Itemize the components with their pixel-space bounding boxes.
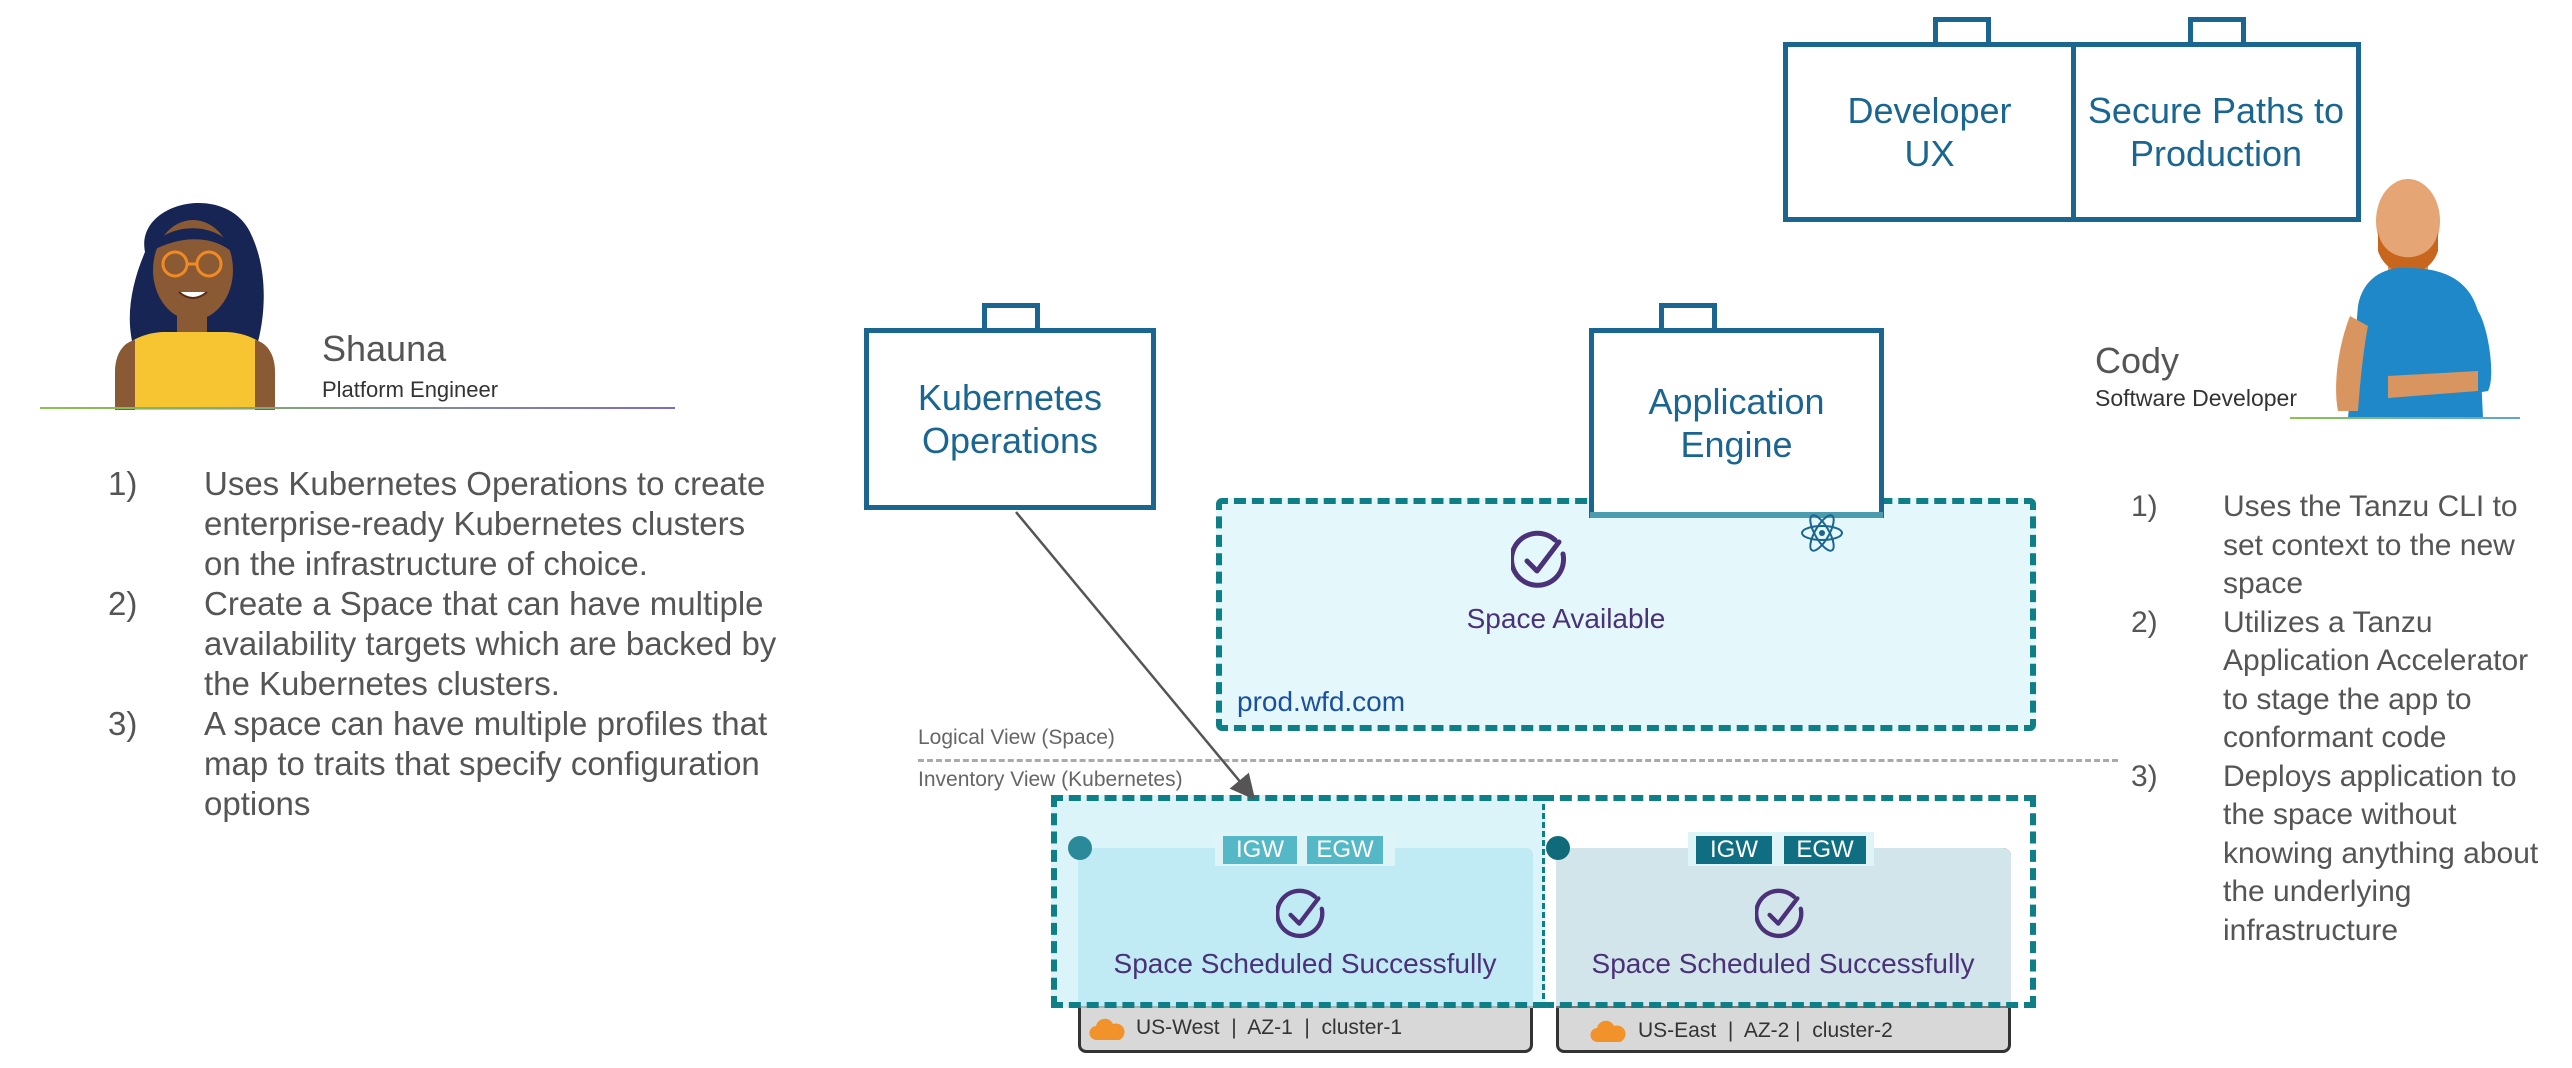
step-number: 1) — [108, 465, 138, 502]
cluster-2-igw-badge: IGW — [1696, 836, 1772, 864]
cluster-1-location: US-West | AZ-1 | cluster-1 — [1136, 1016, 1403, 1039]
cluster-2-egw-badge: EGW — [1784, 836, 1866, 864]
step-text: Create a Space that can have multiple av… — [204, 585, 777, 702]
list-item: 2) Create a Space that can have multiple … — [108, 584, 788, 704]
check-circle-icon — [1511, 530, 1567, 588]
kubernetes-operations-box: Kubernetes Operations — [864, 328, 1156, 510]
cody-steps: 1) Uses the Tanzu CLI to set context to t… — [2131, 488, 2551, 950]
shauna-steps: 1) Uses Kubernetes Operations to create e… — [108, 464, 788, 824]
shauna-name: Shauna — [322, 328, 447, 369]
list-item: 1) Uses Kubernetes Operations to create e… — [108, 464, 788, 584]
cluster-1-egw-badge: EGW — [1307, 836, 1383, 864]
space-domain: prod.wfd.com — [1237, 686, 1406, 717]
list-item: 3) A space can have multiple profiles tha… — [108, 704, 788, 824]
step-text: Deploys application to the space without… — [2223, 759, 2539, 947]
list-item: 2) Utilizes a Tanzu Application Accelerat… — [2131, 604, 2551, 758]
check-circle-icon — [1276, 888, 1325, 939]
cluster-2-location: US-East | AZ-2 | cluster-2 — [1638, 1019, 1893, 1042]
inventory-region-right — [1542, 795, 2036, 1008]
shauna-role: Platform Engineer — [322, 377, 499, 402]
step-number: 3) — [108, 705, 138, 742]
inventory-region-left — [1051, 795, 1545, 1008]
cluster-2-status: Space Scheduled Successfully — [1591, 948, 1975, 979]
cody-name: Cody — [2095, 340, 2180, 381]
atom-icon — [1801, 514, 1843, 552]
shauna-divider — [40, 407, 675, 409]
step-number: 1) — [2131, 490, 2158, 523]
cody-divider — [2290, 417, 2520, 419]
cloud-icon — [1089, 1018, 1125, 1041]
cluster-1-status: Space Scheduled Successfully — [1113, 948, 1497, 979]
cluster-1-igw-badge: IGW — [1223, 836, 1297, 864]
persona-illustration — [2336, 179, 2492, 418]
step-text: Uses Kubernetes Operations to create ent… — [204, 465, 766, 582]
application-engine-underline — [1590, 512, 1883, 518]
check-circle-icon — [1755, 888, 1804, 939]
secure-paths-box: Secure Paths to Production — [2071, 42, 2361, 222]
list-item: 1) Uses the Tanzu CLI to set context to t… — [2131, 488, 2551, 604]
cody-role: Software Developer — [2095, 385, 2297, 411]
logical-view-label: Logical View (Space) — [918, 726, 1115, 749]
step-number: 3) — [2131, 759, 2158, 793]
step-text: Utilizes a Tanzu Application Accelerator… — [2223, 605, 2529, 755]
cluster-1-anchor — [1068, 836, 1092, 860]
list-item: 3) Deploys application to the space witho… — [2131, 758, 2551, 951]
step-number: 2) — [108, 585, 138, 622]
inventory-view-label: Inventory View (Kubernetes) — [918, 768, 1183, 791]
step-number: 2) — [2131, 605, 2158, 639]
developer-ux-box: Developer UX — [1783, 42, 2076, 222]
cloud-icon — [1590, 1020, 1626, 1043]
cluster-2-anchor — [1546, 836, 1570, 860]
space-status: Space Available — [1466, 603, 1666, 634]
step-text: Uses the Tanzu CLI to set context to the… — [2223, 490, 2518, 600]
step-text: A space can have multiple profiles that … — [204, 705, 768, 822]
view-divider — [918, 759, 2118, 762]
persona-illustration — [115, 203, 275, 410]
